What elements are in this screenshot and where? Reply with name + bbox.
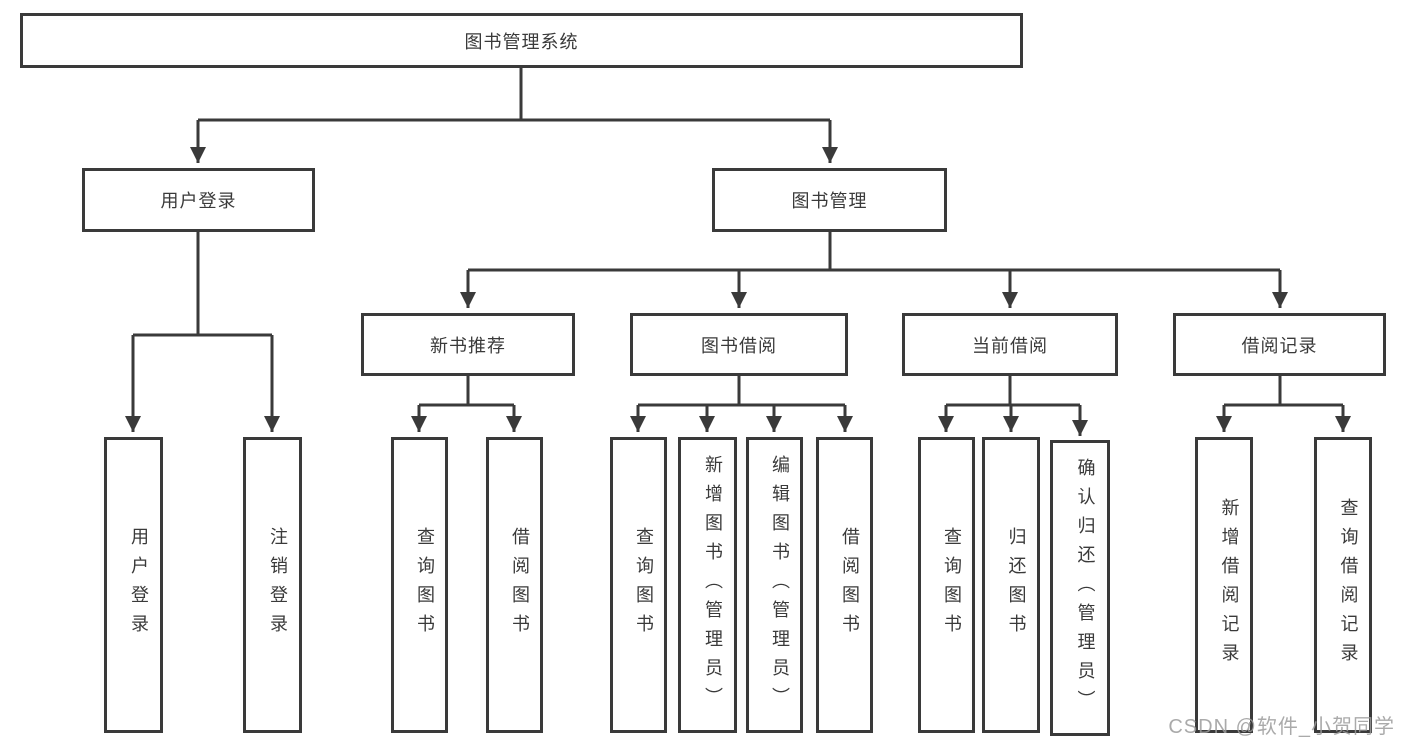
leaf-edit-book-admin: 编辑图书（管理员） bbox=[746, 437, 803, 733]
leaf-label: 用户登录 bbox=[129, 527, 149, 643]
leaf-add-book-admin: 新增图书（管理员） bbox=[678, 437, 737, 733]
leaf-add-borrow-record: 新增借阅记录 bbox=[1195, 437, 1253, 733]
edge-newbook-rail bbox=[419, 376, 514, 407]
leaf-label: 查询图书 bbox=[634, 527, 654, 643]
node-current-borrowing: 当前借阅 bbox=[902, 313, 1118, 376]
node-label: 用户登录 bbox=[160, 191, 237, 211]
leaf-label: 编辑图书（管理员） bbox=[770, 454, 790, 716]
leaf-query-books-2: 查询图书 bbox=[610, 437, 667, 733]
node-label: 借阅记录 bbox=[1241, 335, 1318, 356]
leaf-query-borrow-record: 查询借阅记录 bbox=[1314, 437, 1372, 733]
leaf-label: 确认归还（管理员） bbox=[1075, 457, 1096, 719]
node-root-label: 图书管理系统 bbox=[464, 31, 579, 52]
leaf-borrow-books-2: 借阅图书 bbox=[816, 437, 873, 733]
edge-current-rail bbox=[946, 376, 1080, 407]
leaf-label: 查询图书 bbox=[415, 527, 435, 643]
leaf-query-books-3: 查询图书 bbox=[918, 437, 975, 733]
node-label: 当前借阅 bbox=[972, 335, 1048, 356]
node-label: 新书推荐 bbox=[430, 335, 506, 356]
leaf-logout: 注销登录 bbox=[243, 437, 302, 733]
node-label: 图书管理 bbox=[791, 191, 868, 211]
leaf-return-book: 归还图书 bbox=[982, 437, 1040, 733]
leaf-label: 新增借阅记录 bbox=[1219, 498, 1240, 672]
leaf-label: 查询图书 bbox=[942, 527, 962, 643]
edge-user-rail bbox=[133, 232, 272, 337]
leaf-label: 查询借阅记录 bbox=[1338, 498, 1359, 672]
edge-borrow-rail bbox=[638, 376, 845, 407]
leaf-label: 注销登录 bbox=[268, 527, 288, 643]
node-label: 图书借阅 bbox=[701, 335, 777, 356]
node-book-borrowing: 图书借阅 bbox=[630, 313, 848, 376]
leaf-confirm-return-admin: 确认归还（管理员） bbox=[1050, 440, 1110, 736]
edge-book-rail bbox=[468, 232, 1280, 272]
leaf-label: 新增图书（管理员） bbox=[703, 454, 723, 716]
edge-records-rail bbox=[1224, 376, 1343, 407]
leaf-label: 借阅图书 bbox=[840, 527, 860, 643]
node-book-management-module: 图书管理 bbox=[712, 168, 947, 232]
csdn-watermark: CSDN @软件_小贺同学 bbox=[1168, 716, 1395, 738]
edge-root-rail bbox=[198, 68, 830, 122]
leaf-label: 借阅图书 bbox=[510, 527, 530, 643]
leaf-query-books-1: 查询图书 bbox=[391, 437, 448, 733]
node-borrowing-records: 借阅记录 bbox=[1173, 313, 1386, 376]
node-new-book-recommend: 新书推荐 bbox=[361, 313, 575, 376]
leaf-user-login: 用户登录 bbox=[104, 437, 163, 733]
leaf-borrow-books-1: 借阅图书 bbox=[486, 437, 543, 733]
leaf-label: 归还图书 bbox=[1006, 527, 1027, 643]
node-user-login-module: 用户登录 bbox=[82, 168, 315, 232]
node-root-system: 图书管理系统 bbox=[20, 13, 1023, 68]
